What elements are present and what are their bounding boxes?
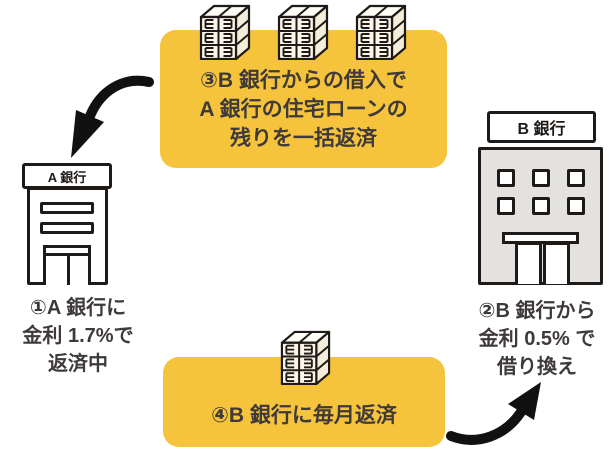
money-stack-icon xyxy=(275,2,331,60)
bank-b-window xyxy=(567,197,585,215)
step1-line-3: 返済中 xyxy=(48,353,108,375)
bank-b-window xyxy=(532,169,550,187)
step1-line-1: ①A 銀行に xyxy=(29,297,127,319)
bank-a-window-bar xyxy=(40,202,94,214)
bank-b-window xyxy=(532,197,550,215)
step2-line-3: 借り換え xyxy=(497,356,577,378)
step2-line-1: ②B 銀行から xyxy=(478,300,596,322)
bank-b-window xyxy=(497,169,515,187)
bank-a-door-lintel xyxy=(46,253,88,256)
bank-a-door xyxy=(43,245,91,285)
curved-arrow-down-left-icon xyxy=(71,75,154,158)
step2-caption: ②B 銀行から 金利 0.5% で 借り換え xyxy=(462,297,612,381)
step1-line-2: 金利 1.7%で xyxy=(22,325,134,347)
bank-a-sign-label: A 銀行 xyxy=(47,169,87,185)
bank-a-window-bar xyxy=(40,222,94,234)
step3-line-3: 残りを一括返済 xyxy=(230,127,377,150)
bank-b-sign: B 銀行 xyxy=(487,111,596,143)
money-stack-icon xyxy=(278,328,333,385)
step3-line-1: ③B 銀行からの借入で xyxy=(200,69,407,92)
bank-b-window xyxy=(567,169,585,187)
bank-b-window xyxy=(497,197,515,215)
step2-line-2: 金利 0.5% で xyxy=(478,328,596,350)
money-stack-icon xyxy=(353,2,409,60)
money-stack-icon xyxy=(197,2,253,60)
bank-b-sign-label: B 銀行 xyxy=(517,121,566,138)
bank-b-door xyxy=(543,242,570,284)
step1-caption: ①A 銀行に 金利 1.7%で 返済中 xyxy=(6,294,150,378)
bank-b-door xyxy=(515,242,542,284)
bank-a-sign: A 銀行 xyxy=(22,163,112,189)
step4-label: ④B 銀行に毎月返済 xyxy=(211,404,397,427)
curved-arrow-up-right-icon xyxy=(446,382,541,445)
step3-line-2: A 銀行の住宅ローンの xyxy=(199,98,408,121)
bank-a-door-divider xyxy=(67,256,70,285)
